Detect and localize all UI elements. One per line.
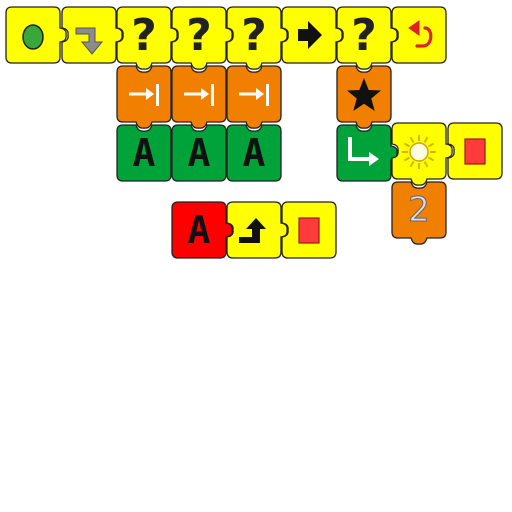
block-procedure-call-procedure-call-a[interactable]: A bbox=[171, 124, 227, 182]
block-start-green-circle[interactable] bbox=[5, 6, 67, 64]
block-sensor-star[interactable] bbox=[336, 65, 392, 129]
block-action-forward-arrow[interactable] bbox=[281, 6, 343, 64]
block-action-undo-arrow[interactable] bbox=[391, 6, 447, 64]
block-procedure-header-procedure-header-a[interactable]: A bbox=[171, 201, 233, 259]
block-action-turn-up-arrow[interactable] bbox=[226, 201, 288, 259]
block-action-turn-down-arrow[interactable] bbox=[61, 6, 123, 64]
undo-arrow-icon bbox=[408, 20, 433, 48]
block-action-red-square[interactable] bbox=[447, 122, 503, 180]
block-count-count-2[interactable]: 2 bbox=[391, 181, 447, 245]
block-sensor-arrow-to-wall[interactable] bbox=[171, 65, 227, 129]
red-square-icon bbox=[298, 217, 320, 244]
block-condition-question-mark[interactable]: ? bbox=[171, 6, 233, 70]
star-icon bbox=[347, 78, 381, 111]
block-action-sun[interactable] bbox=[391, 122, 453, 186]
turn-down-arrow-icon bbox=[75, 27, 104, 55]
forward-arrow-icon bbox=[298, 21, 322, 49]
arrow-to-wall-icon bbox=[234, 83, 274, 106]
turn-up-arrow-icon bbox=[239, 218, 266, 243]
green-circle-icon bbox=[22, 24, 44, 50]
arrow-to-wall-icon bbox=[124, 83, 164, 106]
sun-icon bbox=[402, 135, 436, 169]
block-condition-question-mark[interactable]: ? bbox=[116, 6, 178, 70]
block-sensor-arrow-to-wall[interactable] bbox=[116, 65, 172, 129]
block-condition-question-mark[interactable]: ? bbox=[226, 6, 288, 70]
branch-right-arrow-icon bbox=[348, 137, 379, 166]
block-action-red-square[interactable] bbox=[281, 201, 337, 259]
block-procedure-call-procedure-call-a[interactable]: A bbox=[116, 124, 172, 182]
block-sensor-arrow-to-wall[interactable] bbox=[226, 65, 282, 129]
block-condition-question-mark[interactable]: ? bbox=[336, 6, 398, 70]
block-branch-branch-right-arrow[interactable] bbox=[336, 124, 398, 182]
arrow-to-wall-icon bbox=[179, 83, 219, 106]
red-square-icon bbox=[464, 138, 486, 165]
block-procedure-call-procedure-call-a[interactable]: A bbox=[226, 124, 282, 182]
